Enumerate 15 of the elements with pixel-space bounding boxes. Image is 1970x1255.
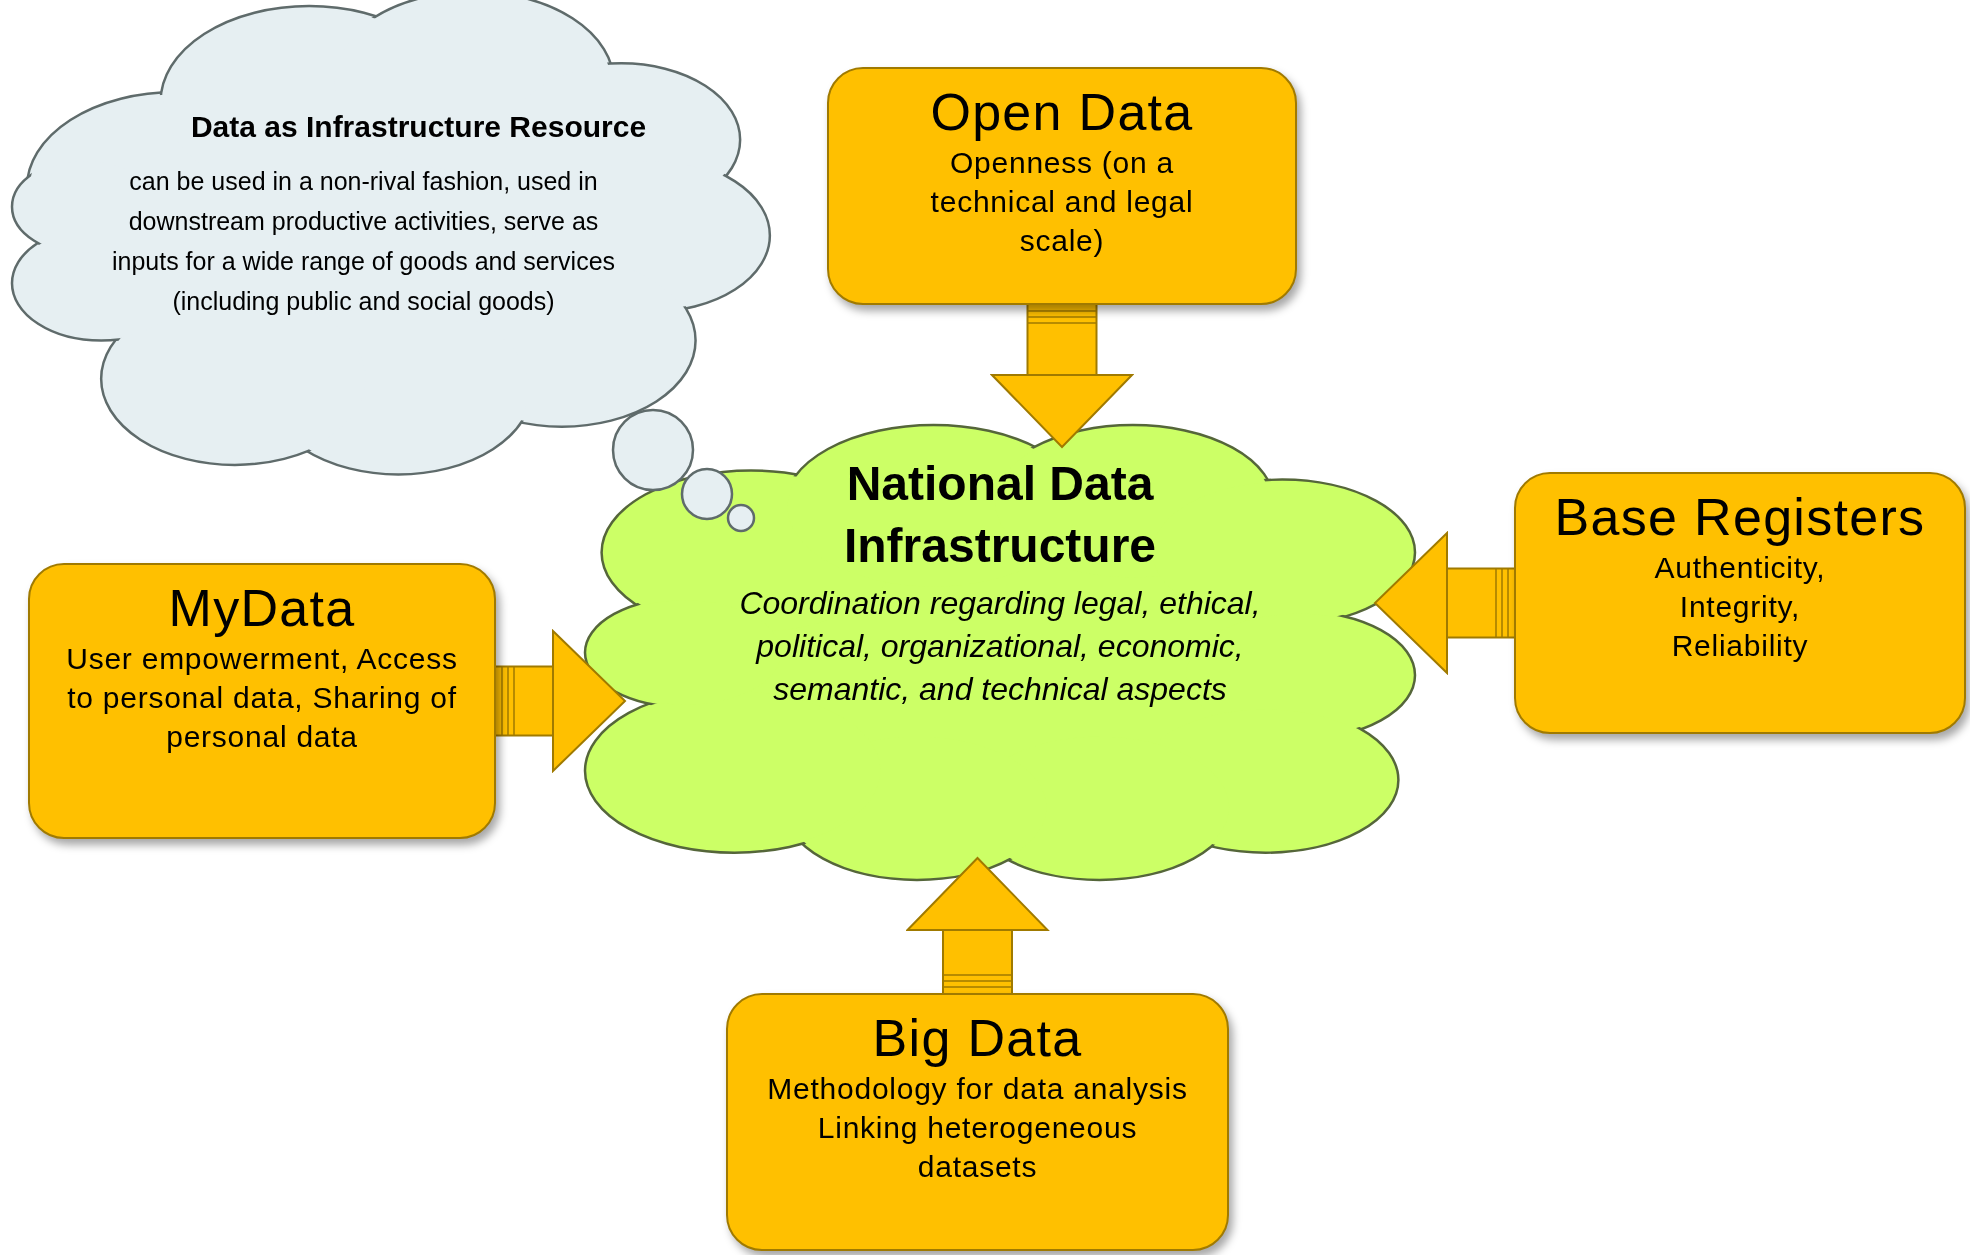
box-description: User empowerment, Access to personal data, Sharing of personal data — [65, 641, 459, 756]
box-description: Authenticity, Integrity, Reliability — [1653, 550, 1827, 665]
rounded-box — [827, 67, 1297, 305]
box-title: Open Data — [930, 82, 1194, 143]
box-description: Methodology for data analysis — [766, 1071, 1189, 1108]
box-title: MyData — [168, 578, 356, 639]
rounded-box — [1514, 472, 1966, 734]
rounded-box — [28, 563, 496, 839]
box-description: Linking heterogeneous datasets — [816, 1110, 1139, 1186]
rounded-box — [726, 993, 1229, 1251]
box-description: Openness (on a technical and legal scale) — [929, 145, 1195, 260]
box-title: Big Data — [872, 1008, 1083, 1069]
cloud-description: can be used in a non-rival fashion, used in downstream productive activities, serve as inputs for a wide range of goods and services (including public and social goods) — [110, 166, 617, 317]
cloud-title: Data as Infrastructure Resource — [190, 109, 647, 145]
box-title: Base Registers — [1554, 487, 1926, 548]
